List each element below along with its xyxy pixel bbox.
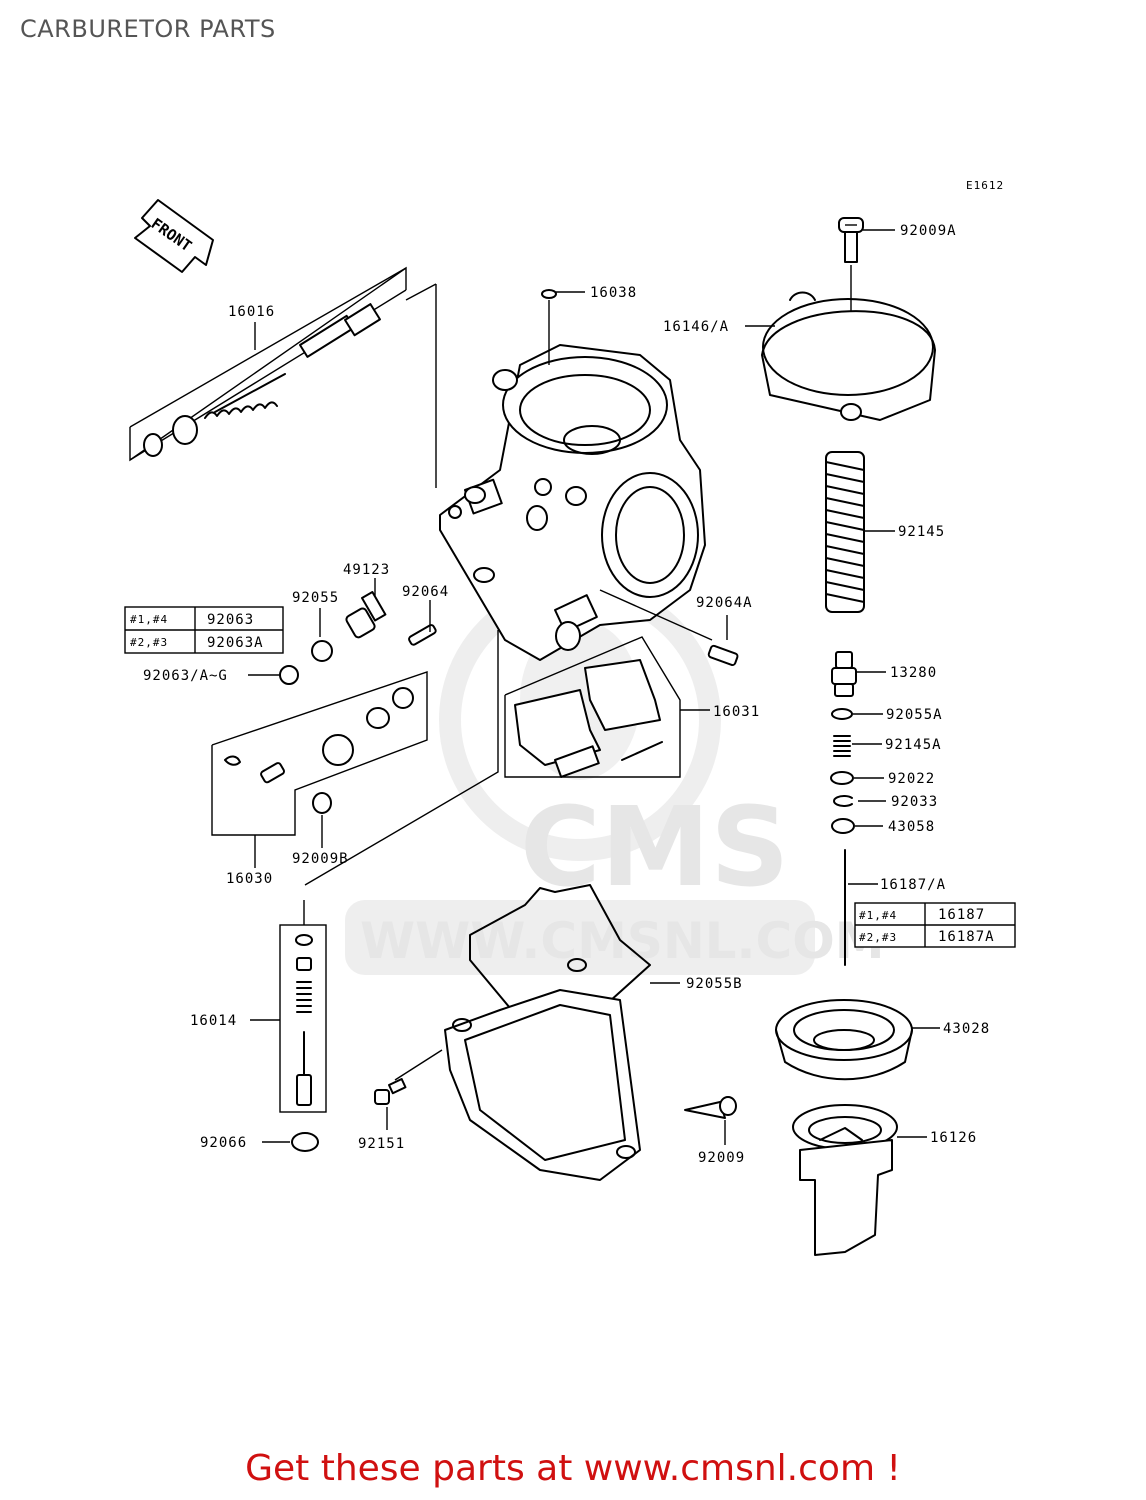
table-left-part-1: 92063 [207, 612, 254, 628]
carburetor-body [405, 283, 706, 661]
label-43058: 43058 [888, 819, 935, 835]
assembly-16014 [279, 924, 327, 1113]
label-92063AG: 92063/A~G [143, 668, 228, 684]
table-right-cyl-2: #2,#3 [859, 931, 897, 944]
label-16014: 16014 [190, 1013, 237, 1029]
label-16187A: 16187/A [880, 877, 946, 893]
label-16146A: 16146/A [663, 319, 729, 335]
label-92009A: 92009A [900, 223, 957, 239]
watermark: CMS WWW.CMSNL.COM [345, 579, 885, 975]
label-92033: 92033 [891, 794, 938, 810]
label-13280: 13280 [890, 665, 937, 681]
label-43028: 43028 [943, 1021, 990, 1037]
label-92055B: 92055B [686, 976, 743, 992]
label-92009B: 92009B [292, 851, 349, 867]
table-left-part-2: 92063A [207, 635, 264, 651]
label-16038: 16038 [590, 285, 637, 301]
label-92055A: 92055A [886, 707, 943, 723]
assembly-16016 [129, 266, 407, 462]
float-bowl [444, 884, 651, 1181]
screw-92009A [838, 217, 864, 263]
label-92064A: 92064A [696, 595, 753, 611]
front-arrow-icon: FRONT [134, 199, 214, 273]
part-49123 [345, 591, 387, 639]
label-92066: 92066 [200, 1135, 247, 1151]
spring-92145 [825, 451, 865, 613]
assembly-16030 [211, 671, 428, 836]
holder-16126 [792, 1104, 898, 1256]
table-92063: #1,#4 92063 #2,#3 92063A [124, 606, 284, 654]
table-right-part-2: 16187A [938, 929, 995, 945]
float-16031 [504, 636, 681, 778]
label-92022: 92022 [888, 771, 935, 787]
table-left-cyl-1: #1,#4 [130, 613, 168, 626]
table-right-part-1: 16187 [938, 907, 985, 923]
label-92145A: 92145A [885, 737, 942, 753]
table-16187: #1,#4 16187 #2,#3 16187A [854, 902, 1016, 948]
label-16126: 16126 [930, 1130, 977, 1146]
diaphragm-43028 [775, 999, 913, 1081]
label-49123: 49123 [343, 562, 390, 578]
label-92145: 92145 [898, 524, 945, 540]
label-16031: 16031 [713, 704, 760, 720]
label-92064: 92064 [402, 584, 449, 600]
table-left-cyl-2: #2,#3 [130, 636, 168, 649]
label-92055: 92055 [292, 590, 339, 606]
part-13280 [831, 651, 857, 697]
table-right-cyl-1: #1,#4 [859, 909, 897, 922]
footer-link[interactable]: Get these parts at www.cmsnl.com ! [245, 1448, 901, 1489]
label-92151: 92151 [358, 1136, 405, 1152]
diagram-code: E1612 [966, 179, 1004, 192]
label-16030: 16030 [226, 871, 273, 887]
top-cover-16146 [761, 291, 936, 421]
label-16016: 16016 [228, 304, 275, 320]
page-title: CARBURETOR PARTS [20, 15, 276, 43]
label-92009: 92009 [698, 1150, 745, 1166]
